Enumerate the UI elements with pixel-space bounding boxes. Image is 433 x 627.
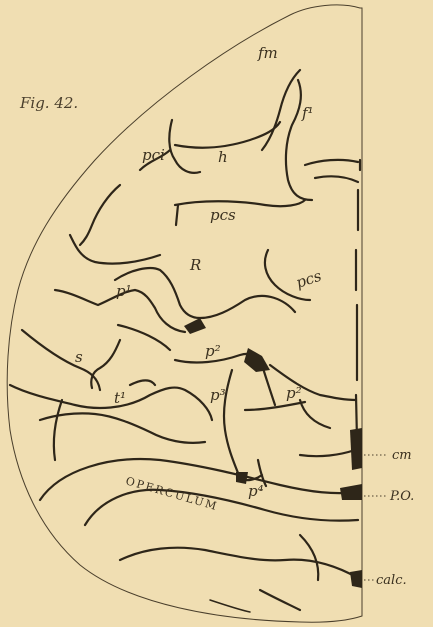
po-junction (340, 484, 362, 500)
label-fm: fm (257, 44, 278, 62)
frontal-sulcus-f1 (286, 80, 312, 200)
s-sulcus (22, 330, 100, 390)
p3-sulcus (224, 370, 240, 478)
label-po: P.O. (389, 489, 414, 504)
h-sulcus (175, 122, 280, 148)
left-vertical-sulcus (54, 400, 62, 460)
label-operculum: OPERCULUM (124, 474, 220, 513)
label-pci: pci (142, 146, 165, 164)
label-p2-mid: p² (205, 342, 221, 360)
label-p3: p³ (210, 386, 226, 404)
label-s: s (75, 348, 83, 366)
medial-border-sulcus (356, 160, 360, 440)
label-p1: p¹ (116, 282, 132, 300)
s-right-curve (118, 325, 170, 350)
pci-curve (80, 185, 120, 245)
label-p2-right: p² (286, 384, 302, 402)
cm-sulcus (300, 450, 355, 456)
p2-lower-branch (245, 400, 330, 428)
label-f1: f¹ (301, 104, 314, 122)
label-t1: t¹ (114, 389, 126, 407)
label-p4: p⁴ (248, 482, 264, 500)
p4-junction (236, 472, 248, 484)
t1-sulcus (10, 385, 212, 420)
upper-right-sulcus (305, 160, 358, 165)
label-pcs-upper: pcs (210, 206, 236, 224)
lower-occipital-sulcus (120, 548, 358, 578)
pcs-upper-branch (176, 205, 178, 225)
bottom-sulcus (210, 600, 250, 612)
t1-loop (130, 380, 155, 385)
calc-junction (350, 570, 362, 588)
upper-right-branch (315, 176, 358, 182)
label-h: h (218, 148, 228, 166)
label-calc: calc. (376, 573, 407, 588)
frontal-marginal-sulcus (262, 70, 300, 150)
p2-right-sulcus (270, 365, 356, 400)
label-r: R (189, 256, 201, 274)
operculum-inner-sulcus (85, 490, 358, 525)
label-pcs-right: pcs (294, 267, 324, 292)
label-cm: cm (392, 448, 412, 463)
p2-junction (244, 348, 270, 372)
lower-occipital-branch (260, 535, 318, 610)
pcs-upper-sulcus (175, 200, 305, 206)
t1-lower-sulcus (40, 413, 205, 443)
r-junction (184, 318, 206, 334)
cm-junction (350, 428, 362, 470)
figure-title: Fig. 42. (19, 94, 78, 112)
